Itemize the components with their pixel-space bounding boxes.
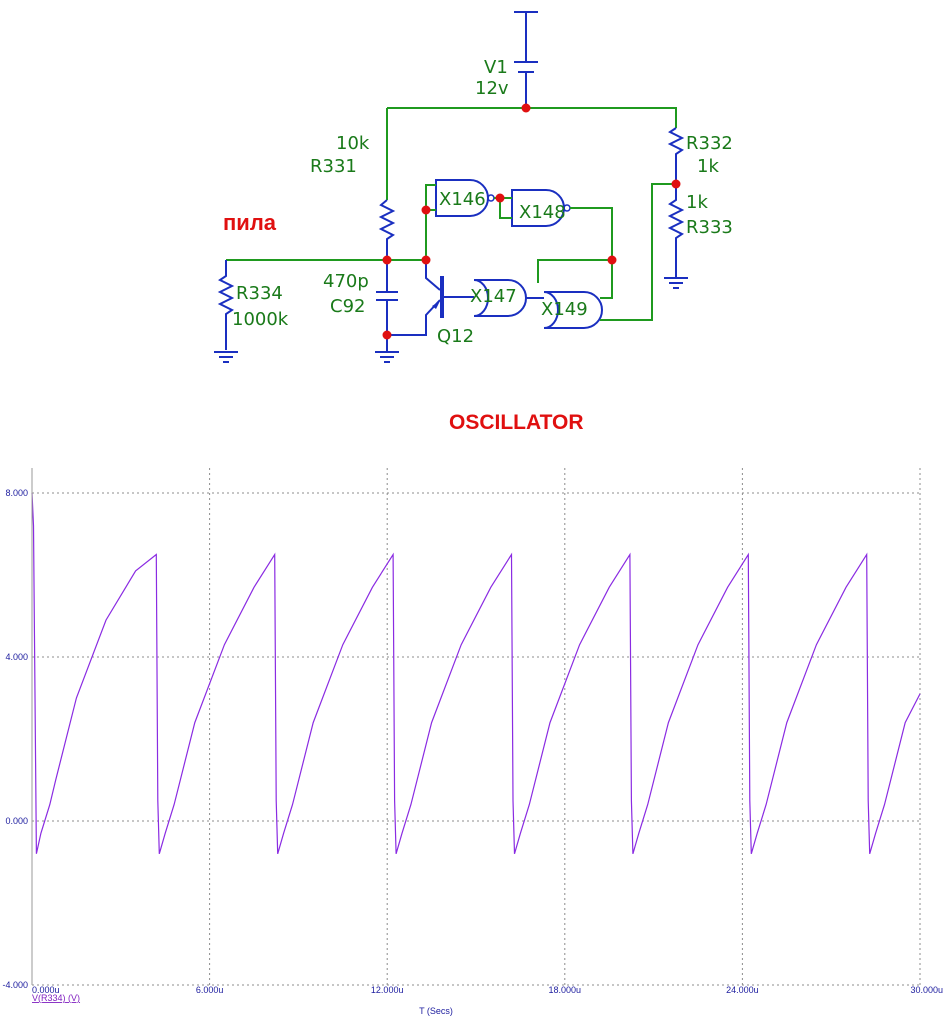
- c92-ground: [375, 335, 399, 363]
- q12-collector: [425, 260, 441, 291]
- x-tick-label: 30.000u: [910, 985, 943, 995]
- x-tick-labels: 0.000u 6.000u 12.000u 18.000u 24.000u 30.000u: [32, 985, 943, 995]
- r332-resistor: [667, 127, 685, 184]
- r333-value: 1k: [686, 192, 708, 213]
- oscillator-title: OSCILLATOR: [449, 411, 584, 434]
- y-tick-label: -4.000: [2, 980, 28, 990]
- x-axis-label: T (Secs): [419, 1006, 453, 1016]
- y-tick-labels: 8.000 4.000 0.000 -4.000: [2, 488, 28, 990]
- r333-resistor: [667, 184, 685, 278]
- r334-name: R334: [236, 283, 283, 304]
- y-tick-label: 0.000: [5, 816, 28, 826]
- gate-x149: [543, 291, 603, 329]
- feedback-wire: [537, 259, 612, 283]
- x147-label: X147: [470, 286, 517, 307]
- r331-name: R331: [310, 156, 357, 177]
- r334-value: 1000k: [232, 309, 289, 330]
- x-tick-label: 24.000u: [726, 985, 759, 995]
- c92-value: 470p: [323, 271, 369, 292]
- waveform-plot: 8.000 4.000 0.000 -4.000 0.000u 6.000u 12.000…: [2, 468, 943, 1016]
- r334-resistor: [217, 260, 235, 350]
- x146-inputs: [425, 184, 436, 260]
- q12-name: Q12: [437, 326, 474, 347]
- v1-name: V1: [484, 57, 508, 78]
- junction-dots: [382, 103, 681, 340]
- r331-resistor: [378, 199, 396, 260]
- gate-x147: [473, 279, 527, 317]
- q12-arrow: [432, 301, 440, 309]
- y-tick-label: 8.000: [5, 488, 28, 498]
- r333-name: R333: [686, 217, 733, 238]
- x146-label: X146: [439, 189, 486, 210]
- oscillator-schematic: V1 12v 10k R331 R332 1k 1k R333 R334 100…: [214, 11, 733, 434]
- plot-grid: [32, 468, 921, 986]
- r331-value: 10k: [336, 133, 370, 154]
- x149-label: X149: [541, 299, 588, 320]
- saw-label: пила: [223, 210, 277, 235]
- r332-value: 1k: [697, 156, 719, 177]
- x-tick-label: 18.000u: [549, 985, 582, 995]
- v1-source: [514, 11, 538, 108]
- q12-emitter: [387, 299, 441, 336]
- x-tick-label: 6.000u: [196, 985, 224, 995]
- r332-name: R332: [686, 133, 733, 154]
- x-tick-label: 12.000u: [371, 985, 404, 995]
- x-tick-label: 0.000u: [32, 985, 60, 995]
- r334-ground: [214, 351, 238, 363]
- c92-name: C92: [330, 296, 365, 317]
- x148-label: X148: [519, 202, 566, 223]
- x149-output: [600, 183, 676, 321]
- x148-to-x149: [570, 207, 613, 299]
- v1-value: 12v: [475, 78, 509, 99]
- legend-label: V(R334) (V): [32, 993, 80, 1003]
- v-r334-trace: [31, 492, 921, 854]
- supply-rail: [387, 107, 677, 128]
- c92-capacitor: [376, 260, 398, 335]
- y-tick-label: 4.000: [5, 652, 28, 662]
- r333-ground: [664, 277, 688, 289]
